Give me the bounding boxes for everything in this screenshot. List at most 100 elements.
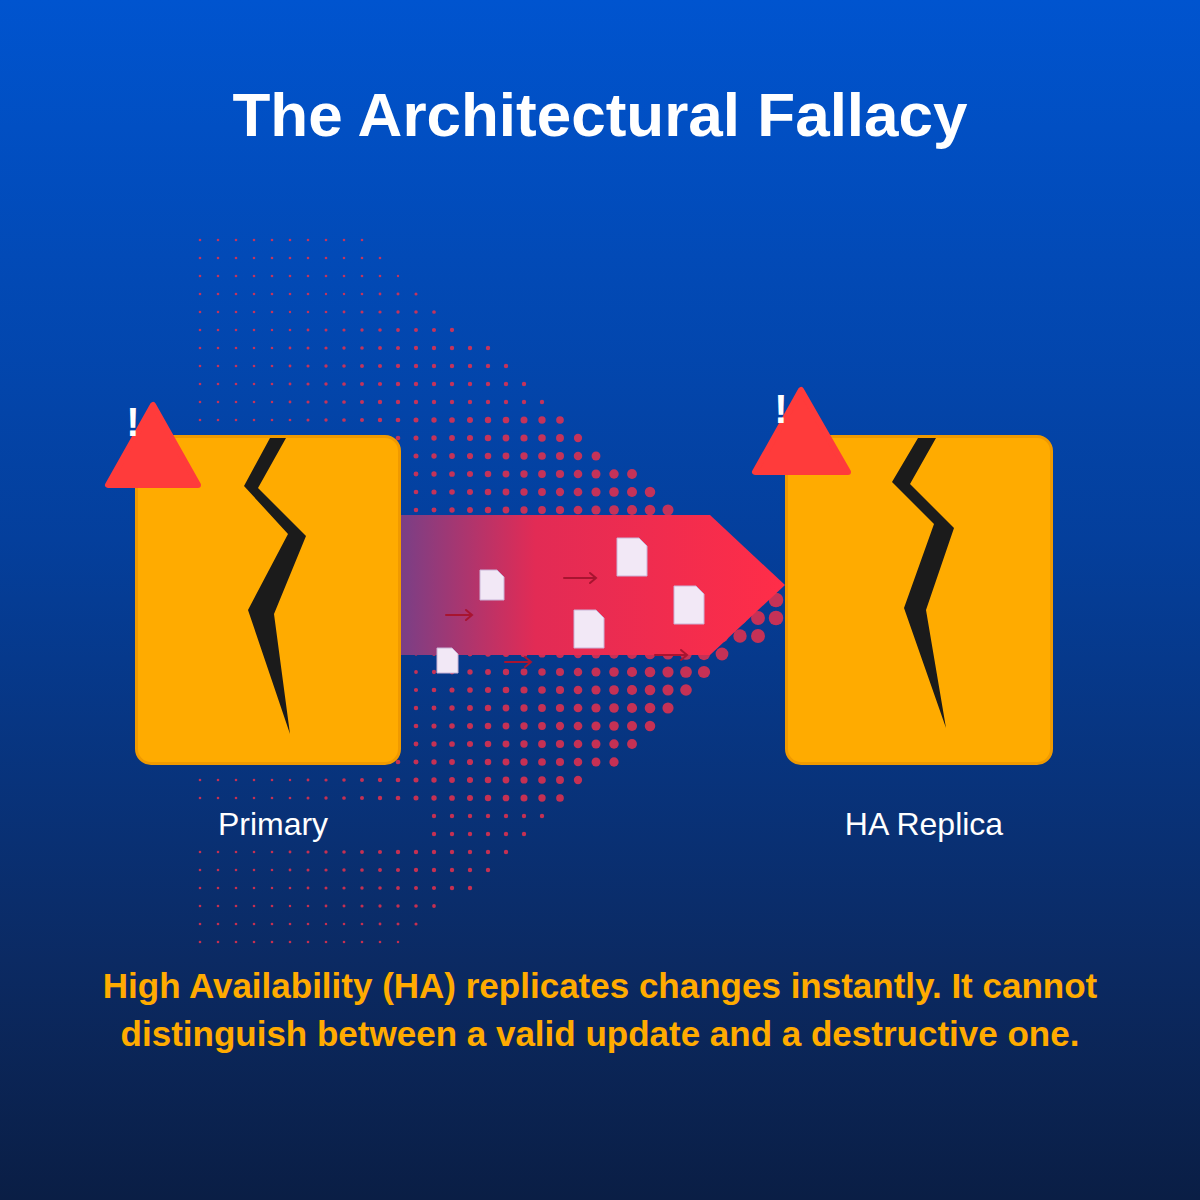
- halftone-dot: [306, 382, 309, 385]
- halftone-dot: [289, 293, 292, 296]
- halftone-dot: [199, 941, 202, 944]
- halftone-dot: [467, 795, 473, 801]
- halftone-dot: [378, 328, 382, 332]
- halftone-dot: [253, 779, 256, 782]
- halftone-dot: [396, 346, 400, 350]
- halftone-dot: [396, 400, 400, 404]
- halftone-dot: [540, 400, 544, 404]
- halftone-dot: [289, 383, 292, 386]
- halftone-dot: [450, 868, 454, 872]
- halftone-dot: [485, 705, 491, 711]
- halftone-dot: [342, 328, 345, 331]
- halftone-dot: [414, 886, 418, 890]
- halftone-dot: [486, 814, 490, 818]
- halftone-dot: [574, 452, 582, 460]
- halftone-dot: [396, 778, 401, 783]
- halftone-dot: [662, 504, 673, 515]
- halftone-dot: [414, 328, 418, 332]
- halftone-dot: [235, 941, 238, 944]
- halftone-dot: [556, 416, 564, 424]
- halftone-dot: [289, 311, 291, 313]
- halftone-dot: [503, 759, 510, 766]
- halftone-dot: [467, 453, 473, 459]
- halftone-dot: [414, 292, 417, 295]
- halftone-dot: [217, 383, 220, 386]
- halftone-dot: [592, 758, 601, 767]
- halftone-dot: [307, 779, 310, 782]
- halftone-dot: [467, 471, 473, 477]
- halftone-dot: [271, 941, 274, 944]
- halftone-dot: [556, 794, 564, 802]
- halftone-dot: [343, 905, 346, 908]
- halftone-dot: [538, 452, 546, 460]
- storage-box: [785, 435, 1053, 765]
- halftone-dot: [360, 382, 364, 386]
- halftone-dot: [486, 382, 490, 386]
- halftone-dot: [486, 346, 490, 350]
- halftone-dot: [235, 275, 238, 278]
- halftone-dot: [432, 904, 436, 908]
- halftone-dot: [235, 887, 238, 890]
- halftone-dot: [627, 703, 637, 713]
- halftone-dot: [432, 850, 436, 854]
- halftone-dot: [538, 686, 546, 694]
- halftone-dot: [468, 850, 472, 854]
- halftone-dot: [396, 886, 400, 890]
- halftone-dot: [486, 868, 490, 872]
- halftone-dot: [271, 851, 274, 854]
- halftone-dot: [645, 667, 656, 678]
- halftone-dot: [538, 776, 546, 784]
- halftone-dot: [253, 311, 256, 314]
- halftone-dot: [414, 706, 418, 710]
- halftone-dot: [467, 687, 473, 693]
- halftone-dot: [307, 311, 310, 314]
- halftone-dot: [360, 346, 364, 350]
- halftone-dot: [556, 722, 564, 730]
- halftone-dot: [217, 257, 220, 260]
- halftone-dot: [235, 239, 238, 242]
- halftone-dot: [199, 419, 202, 422]
- halftone-dot: [378, 400, 382, 404]
- halftone-dot: [503, 687, 510, 694]
- halftone-dot: [289, 329, 292, 332]
- halftone-dot: [342, 364, 346, 368]
- halftone-dot: [431, 435, 436, 440]
- halftone-dot: [627, 721, 637, 731]
- halftone-dot: [378, 886, 382, 890]
- halftone-dot: [199, 257, 202, 260]
- halftone-dot: [378, 310, 381, 313]
- halftone-dot: [343, 239, 346, 242]
- halftone-dot: [520, 506, 527, 513]
- halftone-dot: [235, 257, 238, 260]
- halftone-dot: [449, 795, 455, 801]
- halftone-dot: [432, 886, 436, 890]
- halftone-dot: [520, 776, 527, 783]
- halftone-dot: [306, 868, 309, 871]
- halftone-dot: [662, 666, 673, 677]
- halftone-dot: [324, 328, 327, 331]
- halftone-dot: [627, 469, 637, 479]
- halftone-dot: [432, 688, 437, 693]
- halftone-dot: [289, 239, 292, 242]
- halftone-dot: [414, 310, 418, 314]
- halftone-dot: [468, 400, 472, 404]
- halftone-dot: [431, 417, 436, 422]
- halftone-dot: [324, 346, 327, 349]
- halftone-dot: [680, 666, 692, 678]
- halftone-dot: [235, 851, 238, 854]
- halftone-dot: [271, 779, 274, 782]
- halftone-dot: [397, 941, 399, 943]
- halftone-dot: [609, 505, 619, 515]
- halftone-dot: [271, 239, 274, 242]
- halftone-dot: [325, 239, 328, 242]
- halftone-dot: [253, 905, 256, 908]
- halftone-dot: [343, 275, 346, 278]
- halftone-dot: [414, 490, 419, 495]
- halftone-dot: [361, 293, 364, 296]
- halftone-dot: [271, 257, 274, 260]
- halftone-dot: [271, 419, 274, 422]
- halftone-dot: [289, 779, 292, 782]
- halftone-dot: [325, 941, 328, 944]
- halftone-dot: [199, 401, 202, 404]
- halftone-dot: [235, 797, 238, 800]
